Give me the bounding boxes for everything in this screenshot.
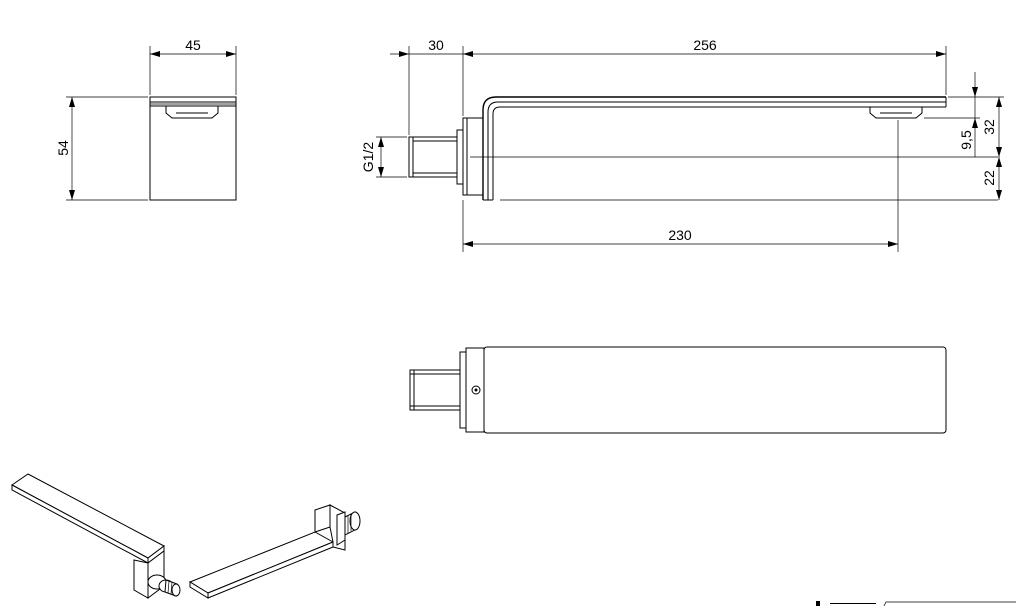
set-screw-center <box>474 388 478 392</box>
front-width-label: 45 <box>185 37 201 53</box>
right-height-dimensions: 9,5 32 22 <box>924 72 1004 200</box>
side-length-dimension: 256 <box>463 37 947 95</box>
brand-logo-fragment <box>816 601 1016 606</box>
height-total-label: 32 <box>981 119 997 135</box>
height-lower-label: 22 <box>981 170 997 186</box>
reach-label: 230 <box>668 227 692 243</box>
side-view <box>408 96 998 252</box>
height-lip-label: 9,5 <box>958 130 974 150</box>
isometric-view-right <box>188 504 361 599</box>
front-height-dimension: 54 <box>55 96 148 201</box>
set-screw-icon <box>471 385 481 395</box>
front-height-label: 54 <box>55 140 71 156</box>
side-offset-label: 30 <box>428 37 444 53</box>
thread-dimension: G1/2 <box>360 136 407 178</box>
reach-dimension: 230 <box>462 200 898 252</box>
side-offset-dimension: 30 <box>390 37 464 135</box>
side-length-label: 256 <box>693 37 717 53</box>
isometric-view-left <box>11 473 181 599</box>
front-view <box>149 96 237 201</box>
top-view <box>409 346 947 434</box>
thread-label: G1/2 <box>360 142 376 173</box>
front-width-dimension: 45 <box>149 37 237 95</box>
